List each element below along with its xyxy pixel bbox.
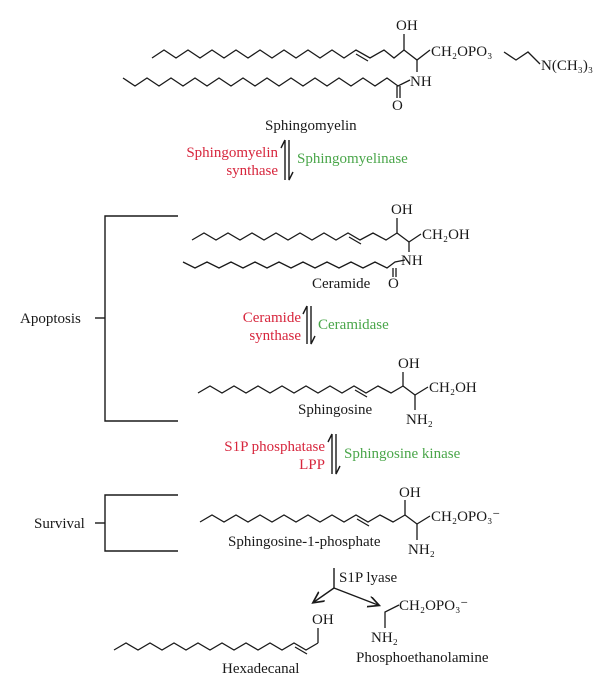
sphingoid-chain: [197, 385, 404, 394]
pe-head-label: CH₂OPO₃⁻: [399, 598, 468, 614]
hexadecanal-label: Hexadecanal: [222, 661, 299, 677]
lpp-label: LPP: [299, 457, 325, 473]
apoptosis-bracket: Apoptosis: [20, 215, 178, 422]
ceramide-structure: OH NH O CH₂OH Ceramide: [182, 202, 470, 292]
phosphoethanolamine-structure: CH₂OPO₃⁻ NH₂ Phosphoethanolamine: [356, 598, 489, 666]
cer-head-label: CH₂OH: [422, 227, 470, 243]
reaction-sphingomyelin-ceramide: Sphingomyelin synthase Sphingomyelinase: [186, 139, 408, 181]
sm-oh-label: OH: [396, 18, 418, 34]
survival-bracket: Survival: [34, 494, 178, 552]
s1p-head-label: CH₂OPO₃⁻: [431, 509, 500, 525]
double-bond: [348, 236, 362, 245]
forward-arrow: [327, 433, 333, 474]
reaction-sphingosine-s1p: S1P phosphatase LPP Sphingosine kinase: [224, 433, 461, 475]
sphingomyelin-label: Sphingomyelin: [265, 118, 357, 134]
reaction-s1p-lyase: S1P lyase: [314, 568, 398, 605]
sph-oh-label: OH: [398, 356, 420, 372]
sphingomyelin-synthase-label-2: synthase: [226, 163, 278, 179]
hexadecanal-oh-label: OH: [312, 612, 334, 628]
sphingosine-kinase-label: Sphingosine kinase: [344, 446, 461, 462]
fatty-acyl-chain: [182, 259, 406, 269]
arrow-to-phosphoethanolamine: [333, 587, 378, 605]
reverse-arrow: [288, 140, 294, 181]
cer-o-label: O: [388, 276, 399, 292]
sphingomyelin-synthase-label-1: Sphingomyelin: [186, 145, 278, 161]
reaction-ceramide-sphingosine: Ceramide synthase Ceramidase: [243, 305, 389, 345]
sm-o-label: O: [392, 98, 403, 114]
double-bond: [355, 53, 369, 62]
sm-amine-label: N(CH₃)₃: [541, 58, 593, 74]
double-bond: [356, 518, 370, 527]
ceramidase-label: Ceramidase: [318, 317, 389, 333]
hexadecanal-chain: [113, 642, 319, 651]
ceramide-label: Ceramide: [312, 276, 371, 292]
forward-arrow: [280, 139, 286, 180]
s1p-structure: OH NH₂ CH₂OPO₃⁻ Sphingosine-1-phosphate: [199, 485, 500, 558]
sm-nh-label: NH: [410, 74, 432, 90]
apoptosis-label: Apoptosis: [20, 311, 81, 327]
sph-nh2-label: NH₂: [406, 412, 433, 428]
hexadecanal-structure: OH Hexadecanal: [113, 612, 334, 677]
sphingosine-label: Sphingosine: [298, 402, 373, 418]
s1p-nh2-label: NH₂: [408, 542, 435, 558]
s1p-label: Sphingosine-1-phosphate: [228, 534, 381, 550]
cer-nh-label: NH: [401, 253, 423, 269]
reverse-arrow: [335, 434, 341, 475]
forward-arrow: [302, 305, 308, 344]
sm-head-label: CH₂OPO₃: [431, 44, 492, 60]
sphingoid-chain: [151, 49, 405, 59]
survival-label: Survival: [34, 516, 85, 532]
sphingomyelinase-label: Sphingomyelinase: [297, 151, 408, 167]
cer-oh-label: OH: [391, 202, 413, 218]
double-bond: [294, 646, 308, 655]
arrow-to-hexadecanal: [314, 587, 335, 602]
choline-chain: [503, 51, 541, 65]
sphingosine-structure: OH NH₂ CH₂OH Sphingosine: [197, 356, 477, 428]
ceramide-synthase-label-2: synthase: [249, 328, 301, 344]
phosphoethanolamine-label: Phosphoethanolamine: [356, 650, 489, 666]
ceramide-synthase-label-1: Ceramide: [243, 310, 302, 326]
s1p-oh-label: OH: [399, 485, 421, 501]
sphingomyelin-structure: OH NH O CH₂OPO₃ N(CH₃)₃ Sphingomyelin: [122, 18, 593, 134]
backbone: [403, 49, 431, 61]
sph-head-label: CH₂OH: [429, 380, 477, 396]
double-bond: [354, 389, 368, 398]
sphingoid-chain: [199, 514, 406, 523]
reverse-arrow: [310, 306, 316, 345]
sphingoid-chain: [191, 232, 398, 241]
s1p-phosphatase-label: S1P phosphatase: [224, 439, 325, 455]
pe-nh2-label: NH₂: [371, 630, 398, 646]
s1p-lyase-label: S1P lyase: [339, 570, 398, 586]
fatty-acyl-chain: [122, 77, 411, 87]
